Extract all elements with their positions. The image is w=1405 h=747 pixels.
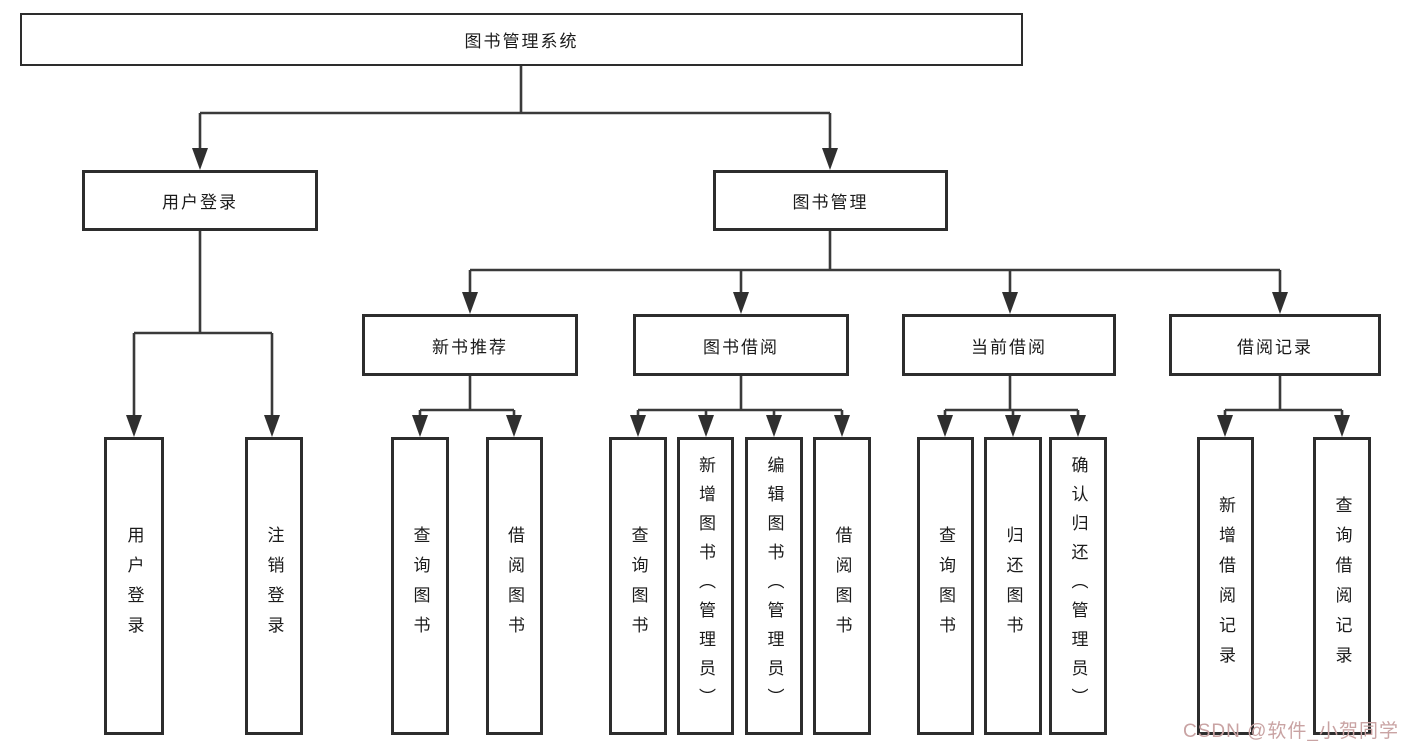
leaf-label: 查询借阅记录 — [1332, 496, 1352, 676]
leaf-box-add-books-admin: 新增图书（管理员） — [677, 437, 734, 735]
branch-label: 图书管理 — [792, 193, 869, 212]
leaf-box-query-books-borrow: 查询图书 — [609, 437, 667, 735]
module-box-current-borrow: 当前借阅 — [902, 314, 1116, 376]
arrowhead-icon — [766, 415, 782, 437]
leaf-box-return-books: 归还图书 — [984, 437, 1042, 735]
arrowhead-icon — [698, 415, 714, 437]
arrowhead-icon — [630, 415, 646, 437]
leaf-label: 注销登录 — [264, 526, 284, 646]
leaf-box-add-borrow-record: 新增借阅记录 — [1197, 437, 1254, 735]
leaf-label: 借阅图书 — [832, 526, 852, 646]
root-box: 图书管理系统 — [20, 13, 1023, 66]
leaf-box-user-login-action: 用户登录 — [104, 437, 164, 735]
branch-label: 用户登录 — [162, 193, 238, 212]
leaf-box-query-books-current: 查询图书 — [917, 437, 974, 735]
leaf-box-edit-books-admin: 编辑图书（管理员） — [745, 437, 803, 735]
arrowhead-icon — [1005, 415, 1021, 437]
leaf-label: 查询图书 — [936, 526, 955, 646]
leaf-box-borrow-books: 借阅图书 — [813, 437, 871, 735]
arrowhead-icon — [264, 415, 280, 437]
leaf-label: 查询图书 — [628, 526, 648, 646]
leaf-box-confirm-return-admin: 确认归还（管理员） — [1049, 437, 1107, 735]
module-box-new-book-recommend: 新书推荐 — [362, 314, 578, 376]
arrowhead-icon — [412, 415, 428, 437]
module-label: 新书推荐 — [432, 337, 508, 357]
leaf-box-logout-action: 注销登录 — [245, 437, 303, 735]
arrowhead-icon — [462, 292, 478, 314]
arrowhead-icon — [192, 148, 208, 170]
leaf-label: 新增借阅记录 — [1216, 496, 1235, 676]
arrowhead-icon — [822, 148, 838, 170]
leaf-box-query-borrow-record: 查询借阅记录 — [1313, 437, 1371, 735]
module-box-borrow-records: 借阅记录 — [1169, 314, 1381, 376]
arrowhead-icon — [733, 292, 749, 314]
leaf-box-borrow-books-rec: 借阅图书 — [486, 437, 543, 735]
arrowhead-icon — [126, 415, 142, 437]
module-label: 借阅记录 — [1237, 337, 1313, 357]
branch-box-book-management: 图书管理 — [713, 170, 948, 231]
leaf-label: 确认归还（管理员） — [1068, 455, 1088, 717]
leaf-label: 借阅图书 — [505, 526, 524, 646]
leaf-label: 查询图书 — [410, 526, 430, 646]
leaf-label: 新增图书（管理员） — [696, 455, 715, 717]
arrowhead-icon — [1070, 415, 1086, 437]
leaf-box-query-books-rec: 查询图书 — [391, 437, 449, 735]
arrowhead-icon — [834, 415, 850, 437]
csdn-watermark: CSDN @软件_小贺同学 — [1183, 721, 1399, 742]
leaf-label: 归还图书 — [1003, 526, 1023, 646]
arrowhead-icon — [1334, 415, 1350, 437]
leaf-label: 用户登录 — [124, 526, 144, 646]
module-box-book-borrow: 图书借阅 — [633, 314, 849, 376]
arrowheads — [126, 148, 1350, 437]
arrowhead-icon — [1272, 292, 1288, 314]
module-label: 当前借阅 — [971, 337, 1047, 357]
arrowhead-icon — [506, 415, 522, 437]
module-label: 图书借阅 — [703, 337, 779, 357]
root-label: 图书管理系统 — [464, 32, 579, 51]
branch-box-user-login: 用户登录 — [82, 170, 318, 231]
leaf-label: 编辑图书（管理员） — [764, 455, 784, 717]
arrowhead-icon — [1217, 415, 1233, 437]
arrowhead-icon — [1002, 292, 1018, 314]
arrowhead-icon — [937, 415, 953, 437]
